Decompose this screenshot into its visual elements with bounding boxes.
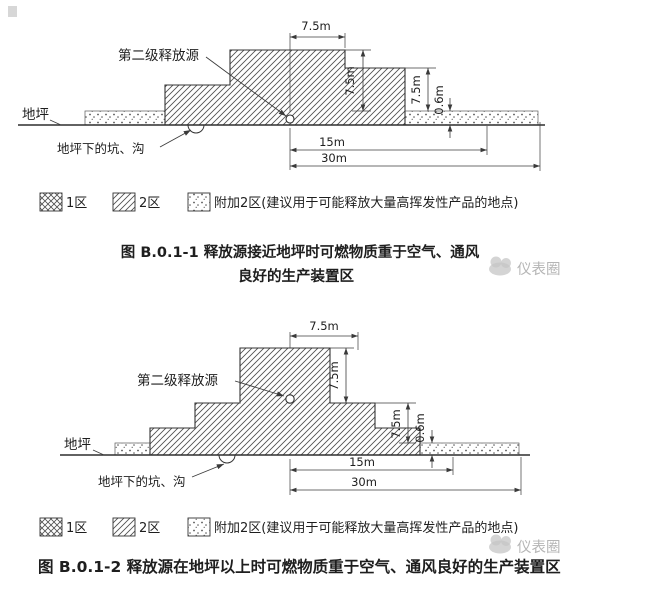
release-source-leader bbox=[234, 380, 285, 397]
pit-symbol bbox=[218, 454, 236, 464]
dim-label: 7.5m bbox=[389, 409, 403, 439]
legend-swatch-zone2 bbox=[112, 517, 136, 537]
dim-label: 7.5m bbox=[343, 66, 357, 96]
watermark-text: 仪表圈 bbox=[517, 539, 561, 556]
legend-label-zone1: 1区 bbox=[66, 196, 87, 211]
dim-upper-height: 7.5m bbox=[327, 347, 354, 403]
dim-label: 7.5m bbox=[309, 319, 339, 333]
pit-label: 地坪下的坑、沟 bbox=[98, 474, 186, 489]
ground-label-tick bbox=[92, 449, 105, 456]
dim-lower-height: 7.5m bbox=[375, 402, 416, 444]
ground-label: 地坪 bbox=[22, 107, 49, 123]
dim-label: 7.5m bbox=[327, 361, 341, 391]
zone2-region bbox=[164, 49, 406, 126]
dim-label: 30m bbox=[321, 151, 347, 165]
dim-label: 30m bbox=[351, 475, 377, 489]
release-source-leader bbox=[205, 56, 287, 117]
watermark-cloud-icon bbox=[489, 256, 511, 276]
release-source-marker bbox=[285, 394, 295, 404]
cloud-shape bbox=[489, 262, 511, 276]
dim-radius-inner: 15m bbox=[289, 455, 454, 495]
dim-radius-inner: 15m bbox=[289, 126, 488, 170]
figure-1-caption-line1: 图 B.0.1-1 释放源接近地坪时可燃物质重于空气、通风 bbox=[121, 243, 480, 261]
ground-label-tick bbox=[49, 119, 62, 126]
watermark-1: 仪表圈 bbox=[489, 256, 561, 278]
legend-label-additional-zone2: 附加2区(建议用于可能释放大量高挥发性产品的地点) bbox=[214, 195, 518, 211]
legend-row-1: 1区 2区 附加2区(建议用于可能释放大量高挥发性产品的地点) bbox=[39, 192, 518, 212]
legend-swatch-additional-zone2 bbox=[187, 517, 211, 537]
legend-label-zone2: 2区 bbox=[139, 196, 160, 211]
legend-label-additional-zone2: 附加2区(建议用于可能释放大量高挥发性产品的地点) bbox=[214, 520, 518, 536]
pit-leader bbox=[191, 463, 225, 478]
dim-top-width: 7.5m bbox=[289, 19, 346, 112]
watermark-cloud-icon bbox=[489, 534, 511, 554]
figure-1-caption-line2: 良好的生产装置区 bbox=[238, 267, 354, 285]
watermark-text: 仪表圈 bbox=[517, 261, 561, 278]
dim-label: 7.5m bbox=[301, 19, 331, 33]
legend-swatch-zone1 bbox=[39, 192, 63, 212]
zone2-region bbox=[149, 347, 421, 456]
dim-top-width: 7.5m bbox=[289, 319, 359, 350]
pit-leader bbox=[159, 129, 192, 148]
legend-row-2: 1区 2区 附加2区(建议用于可能释放大量高挥发性产品的地点) bbox=[39, 517, 518, 537]
ground-label: 地坪 bbox=[64, 437, 91, 453]
diagram-2: 7.5m 7.5m 7.5m 0.6m 15m bbox=[60, 319, 530, 495]
diagram-1: 7.5m 7.5m 7.5m 0.6m 15m bbox=[18, 19, 545, 171]
watermark-2: 仪表圈 bbox=[489, 534, 561, 556]
pit-label: 地坪下的坑、沟 bbox=[57, 141, 145, 156]
dim-lower-height: 7.5m bbox=[405, 67, 436, 111]
pit-symbol bbox=[187, 124, 205, 134]
dim-strip-height: 0.6m bbox=[413, 413, 435, 468]
release-source-label: 第二级释放源 bbox=[118, 47, 199, 64]
legend-swatch-zone2 bbox=[112, 192, 136, 212]
release-source-label: 第二级释放源 bbox=[137, 372, 218, 389]
dim-label: 0.6m bbox=[432, 85, 446, 115]
dim-strip-height: 0.6m bbox=[432, 85, 453, 138]
legend-label-zone1: 1区 bbox=[66, 521, 87, 536]
cloud-shape bbox=[489, 540, 511, 554]
dim-label: 0.6m bbox=[413, 413, 427, 443]
dim-label: 15m bbox=[319, 135, 345, 149]
dim-label: 7.5m bbox=[409, 75, 423, 105]
scan-artifact bbox=[8, 6, 17, 17]
release-source-marker bbox=[285, 114, 295, 124]
legend-swatch-additional-zone2 bbox=[187, 192, 211, 212]
dim-radius-outer: 30m bbox=[290, 457, 522, 495]
figure-2-caption: 图 B.0.1-2 释放源在地坪以上时可燃物质重于空气、通风良好的生产装置区 bbox=[38, 557, 561, 576]
dim-label: 15m bbox=[349, 455, 375, 469]
dim-upper-height: 7.5m bbox=[343, 49, 371, 112]
legend-label-zone2: 2区 bbox=[139, 521, 160, 536]
dim-radius-outer: 30m bbox=[290, 122, 541, 171]
legend-swatch-zone1 bbox=[39, 517, 63, 537]
